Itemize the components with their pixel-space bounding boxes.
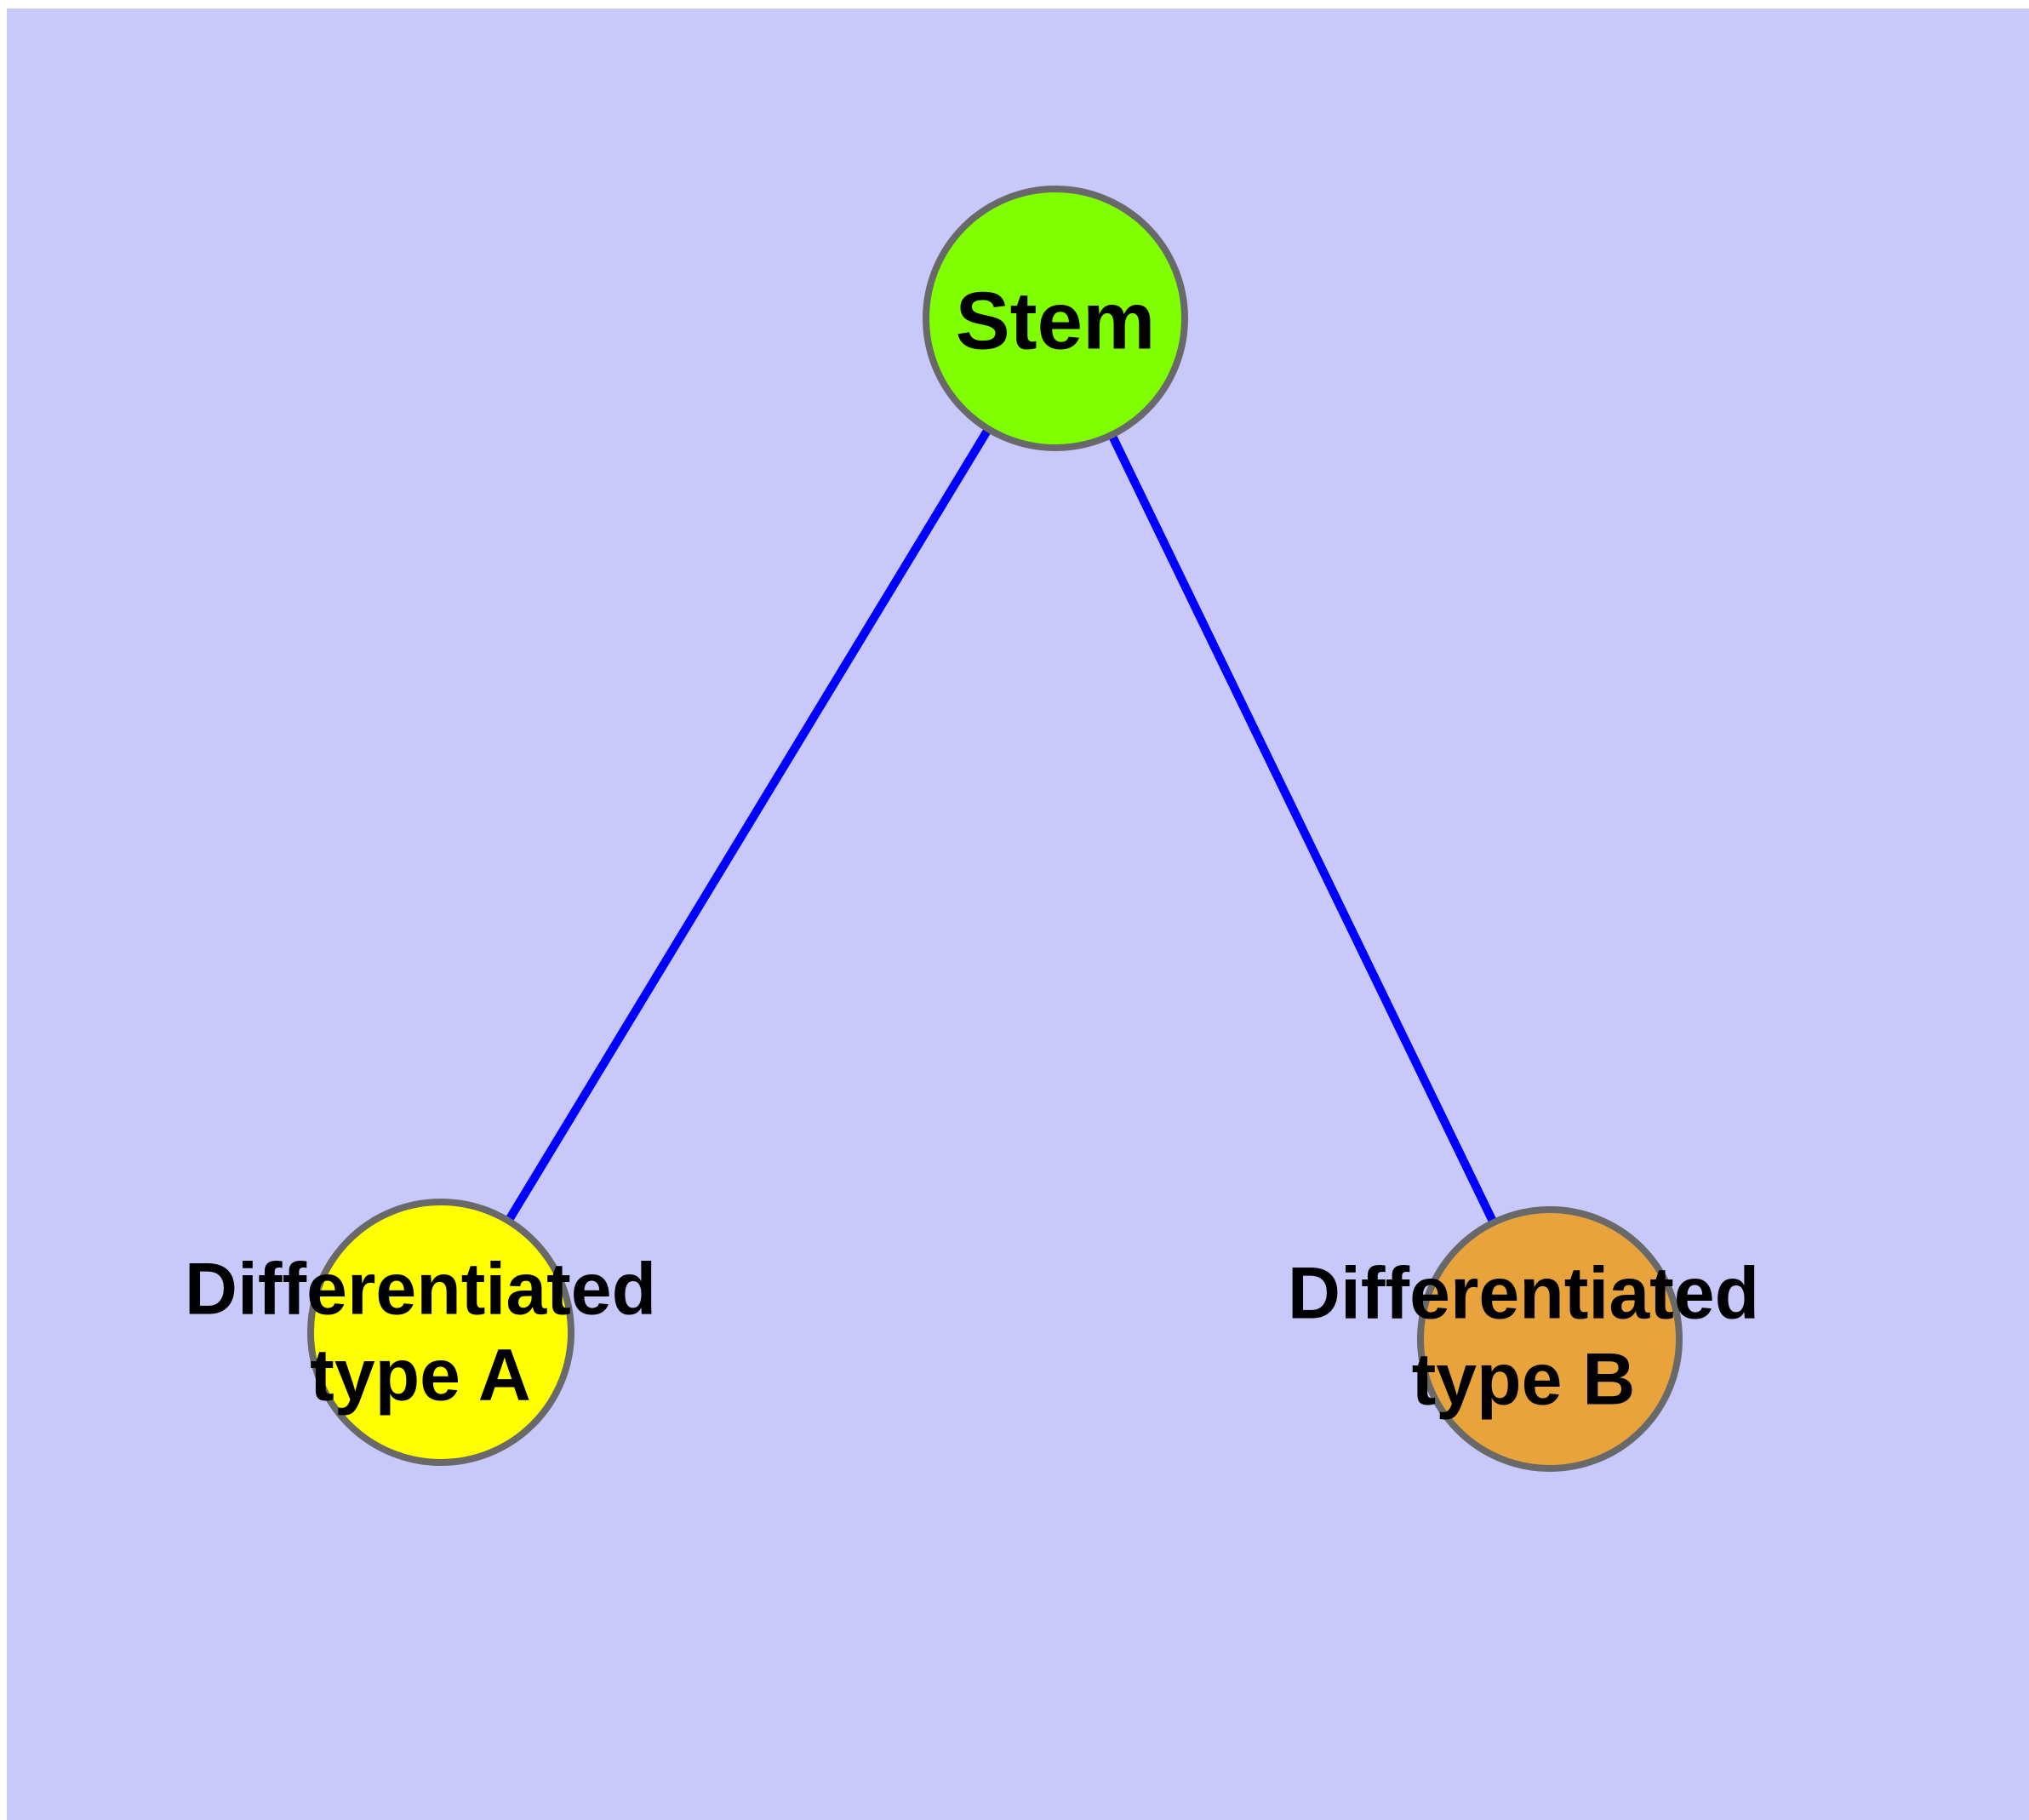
node-diff-b[interactable]	[1417, 1206, 1683, 1472]
edge-stem-to-diff-b	[1051, 316, 1554, 1342]
edges-group	[437, 316, 1554, 1342]
node-diff-a[interactable]	[307, 1199, 574, 1466]
node-stem[interactable]	[923, 186, 1188, 451]
nodes-group	[307, 186, 1683, 1472]
edge-stem-to-diff-a	[437, 316, 1060, 1335]
